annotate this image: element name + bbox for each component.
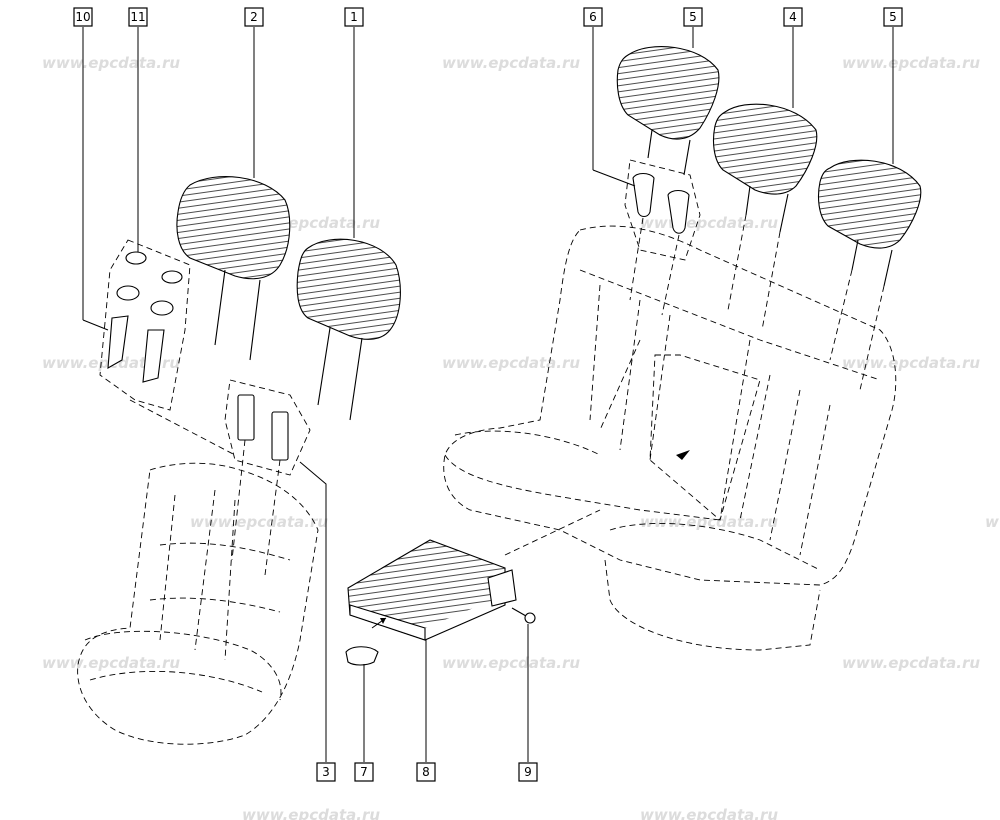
callout-11: 11 [128, 7, 148, 27]
front-seat-outline [77, 462, 319, 745]
watermark: www.epcdata.ru [442, 54, 580, 72]
callout-6: 6 [583, 7, 603, 27]
callout-label: 11 [130, 10, 145, 24]
watermark: www.epcdata.ru [842, 54, 980, 72]
callout-2: 2 [244, 7, 264, 27]
watermark: www.epcdata.ru [42, 654, 180, 672]
bushings-clips-10-11 [99, 239, 236, 456]
callout-7: 7 [354, 762, 374, 782]
callout-label: 5 [889, 10, 897, 24]
headrest-guides-3 [224, 379, 311, 576]
watermark: www.epcdata.ru [842, 354, 980, 372]
front-headrest-2 [176, 176, 291, 361]
callout-8: 8 [416, 762, 436, 782]
watermark: www.epcdata.ru [640, 513, 778, 531]
screw-9 [511, 607, 536, 624]
callout-label: 3 [322, 765, 330, 779]
rear-headrest-5b [818, 159, 922, 287]
watermark: www.epcdata.ru [640, 214, 778, 232]
callout-label: 8 [422, 765, 430, 779]
armrest-8 [347, 509, 601, 641]
watermark: www.epcdata.ru [42, 54, 180, 72]
callout-label: 2 [250, 10, 258, 24]
watermark: www.epcdata.ru [190, 513, 328, 531]
rear-seat-outline [443, 225, 897, 651]
callout-4: 4 [783, 7, 803, 27]
watermark: www.epcdata.ru [442, 354, 580, 372]
watermark-group: www.epcdata.ru www.epcdata.ru www.epcdat… [42, 54, 1000, 820]
watermark: www.epcdata.ru [640, 806, 778, 820]
callout-9: 9 [518, 762, 538, 782]
rear-headrest-4 [713, 103, 818, 233]
watermark: www.epcdata.ru [985, 513, 1000, 531]
callout-label: 9 [524, 765, 532, 779]
rear-headrest-5a [616, 46, 720, 176]
callout-5a: 5 [683, 7, 703, 27]
watermark: www.epcdata.ru [442, 654, 580, 672]
callout-label: 10 [75, 10, 90, 24]
watermark: www.epcdata.ru [242, 806, 380, 820]
callout-label: 6 [589, 10, 597, 24]
cap-7 [345, 646, 379, 666]
callout-label: 7 [360, 765, 368, 779]
callout-label: 4 [789, 10, 797, 24]
rear-guides-6 [624, 159, 885, 391]
callout-10: 10 [73, 7, 93, 27]
callout-1: 1 [344, 7, 364, 27]
watermark: www.epcdata.ru [842, 654, 980, 672]
callout-label: 5 [689, 10, 697, 24]
callout-5b: 5 [883, 7, 903, 27]
callout-label: 1 [350, 10, 358, 24]
leader-lines [82, 27, 894, 762]
front-headrest-1 [296, 238, 401, 421]
callout-3: 3 [316, 762, 336, 782]
